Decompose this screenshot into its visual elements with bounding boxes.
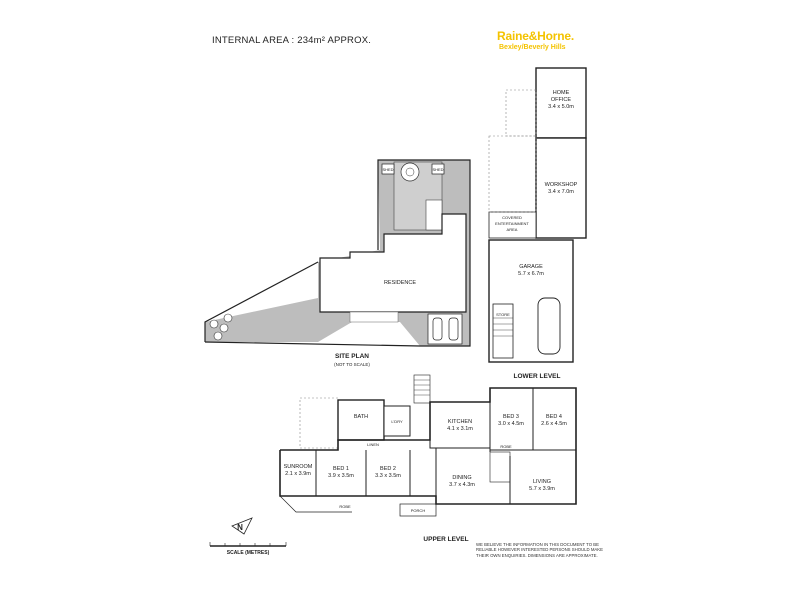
north-label: N: [237, 523, 243, 532]
lower-level-title: LOWER LEVEL: [514, 373, 561, 380]
bed2-dims: 3.3 x 3.5m: [375, 473, 401, 479]
store-label: STORE: [496, 312, 510, 317]
car-icon: [537, 297, 561, 355]
residence-label: RESIDENCE: [384, 280, 416, 286]
living-dims: 5.7 x 3.9m: [529, 486, 555, 492]
home-office-room: [535, 67, 587, 139]
bed4-dims: 2.6 x 4.5m: [541, 421, 567, 427]
brand-logo: Raine&Horne.: [497, 29, 574, 43]
brand-subtitle: Bexley/Beverly Hills: [499, 44, 566, 51]
dining-dims: 3.7 x 4.3m: [449, 482, 475, 488]
bed1-label: BED 1: [333, 466, 349, 472]
car-icon: [448, 317, 459, 341]
entertainment-area: [488, 211, 537, 239]
bed4-label: BED 4: [546, 414, 562, 420]
workshop-label: WORKSHOP: [545, 182, 578, 188]
shed-left: [381, 163, 395, 175]
car-icon: [432, 317, 443, 341]
upper-level-title: UPPER LEVEL: [423, 536, 468, 543]
tree-icon: [400, 162, 420, 182]
kitchen-dims: 4.1 x 3.1m: [447, 426, 473, 432]
living-label: LIVING: [533, 479, 551, 485]
bed3-label: BED 3: [503, 414, 519, 420]
upper-level-labels: BATH L'DRY LINEN KITCHEN 4.1 x 3.1m BED …: [284, 414, 568, 543]
internal-area-text: INTERNAL AREA : 234m² APPROX.: [212, 35, 372, 46]
bed1-dims: 3.9 x 3.5m: [328, 473, 354, 479]
dining-label: DINING: [452, 475, 471, 481]
entertainment-label-1: COVERED: [502, 215, 522, 220]
sunroom-label: SUNROOM: [284, 464, 313, 470]
garage-dims: 5.7 x 6.7m: [518, 271, 544, 277]
home-office-label-2: OFFICE: [551, 97, 571, 103]
scale-bar: SCALE (METRES): [209, 542, 287, 556]
workshop-dims: 3.4 x 7.0m: [548, 189, 574, 195]
sunroom-dims: 2.1 x 3.9m: [285, 471, 311, 477]
shed-right: [431, 163, 445, 175]
lower-level: [488, 67, 587, 363]
lower-level-labels: HOME OFFICE 3.4 x 5.0m WORKSHOP 3.4 x 7.…: [495, 90, 577, 380]
linen-label: LINEN: [367, 442, 379, 447]
kitchen-label: KITCHEN: [448, 419, 472, 425]
shed-left-label: SHED: [382, 167, 393, 172]
bath-label: BATH: [354, 414, 368, 420]
scale-label: SCALE (METRES): [227, 550, 270, 556]
residence-outline: [319, 213, 467, 313]
bath-room: [337, 399, 385, 441]
kitchen-room: [429, 401, 491, 449]
site-plan-title: SITE PLAN: [335, 353, 369, 360]
site-boundary: [204, 261, 319, 342]
entertainment-label-3: AREA: [507, 227, 518, 232]
upper-level: [279, 374, 577, 517]
site-plan: SHED SHED RESIDENCE SITE PLAN (NOT TO SC…: [204, 159, 471, 367]
porch: [399, 503, 437, 517]
bed2-label: BED 2: [380, 466, 396, 472]
robe-label: ROBE: [500, 444, 512, 449]
bed3-dims: 3.0 x 4.5m: [498, 421, 524, 427]
site-plan-subtitle: (NOT TO SCALE): [334, 362, 370, 367]
ldry-label: L'DRY: [391, 419, 403, 424]
garage-label: GARAGE: [519, 264, 543, 270]
shed-right-label: SHED: [432, 167, 443, 172]
disclaimer-text: WE BELIEVE THE INFORMATION IN THIS DOCUM…: [476, 542, 604, 558]
home-office-dims: 3.4 x 5.0m: [548, 104, 574, 110]
porch-label: PORCH: [411, 508, 426, 513]
home-office-label-1: HOME: [553, 90, 570, 96]
workshop-room: [535, 137, 587, 239]
entertainment-label-2: ENTERTAINMENT: [495, 221, 529, 226]
north-arrow-icon: N: [231, 517, 253, 535]
robe-label-2: ROBE: [339, 504, 351, 509]
